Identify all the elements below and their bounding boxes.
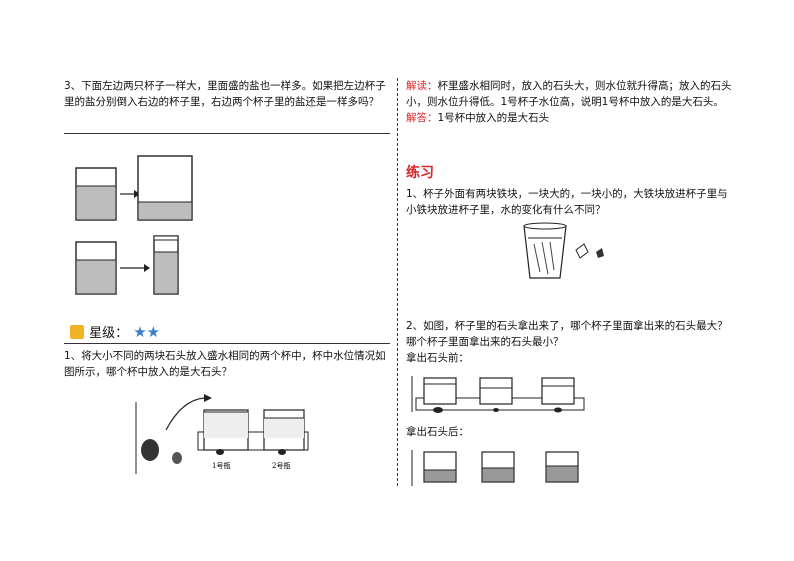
question-1-block: 1、将大小不同的两块石头放入盛水相同的两个杯中，杯中水位情况如图所示，哪个杯中放… (64, 348, 390, 380)
question-1-text: 1、将大小不同的两块石头放入盛水相同的两个杯中，杯中水位情况如图所示，哪个杯中放… (64, 350, 386, 378)
answer-paragraph: 解答：1号杯中放入的是大石头 (406, 110, 732, 126)
answer-label: 解答： (406, 112, 438, 124)
analysis-text: 杯里盛水相同时，放入的石头大，则水位就升得高；放入的石头小，则水位升得低。1号杯… (406, 80, 732, 108)
after-block: 拿出石头后： (406, 424, 469, 440)
answer-text: 1号杯中放入的是大石头 (437, 112, 550, 124)
star-rating: ★★ (133, 323, 161, 341)
difficulty-row: 星级： ★★ (70, 322, 160, 341)
practice-2-block: 2、如图，杯子里的石头拿出来了，哪个杯子里面拿出来的石头最大？哪个杯子里面拿出来… (406, 318, 732, 366)
book-icon (70, 325, 84, 339)
question-3-text: 3、下面左边两只杯子一样大，里面盛的盐也一样多。如果把左边杯子里的盐分别倒入右边… (64, 80, 386, 108)
right-column: 解读：杯里盛水相同时，放入的石头大，则水位就升得高；放入的石头小，则水位升得低。… (406, 78, 732, 126)
section-rule (64, 133, 390, 134)
before-label: 拿出石头前： (406, 352, 469, 364)
section-rule (64, 343, 390, 344)
after-label: 拿出石头后： (406, 426, 469, 438)
stones-bottles-figure: 1号瓶 2号瓶 (135, 394, 309, 474)
left-column: 3、下面左边两只杯子一样大，里面盛的盐也一样多。如果把左边杯子里的盐分别倒入右边… (64, 78, 390, 110)
analysis-paragraph: 解读：杯里盛水相同时，放入的石头大，则水位就升得高；放入的石头小，则水位升得低。… (406, 78, 732, 110)
glass-iron-figure (523, 222, 604, 279)
practice-1-text: 1、杯子外面有两块铁块，一块大的，一块小的，大铁块放进杯子里与小铁块放进杯子里，… (406, 188, 728, 216)
practice-2-text: 2、如图，杯子里的石头拿出来了，哪个杯子里面拿出来的石头最大？哪个杯子里面拿出来… (406, 320, 728, 348)
salt-cups-figure (75, 155, 193, 295)
before-stones-figure (411, 376, 585, 413)
practice-title: 练习 (406, 165, 434, 181)
difficulty-label: 星级： (89, 326, 129, 341)
column-divider (397, 78, 398, 486)
bottle-1-label: 1号瓶 (212, 461, 230, 470)
after-stones-figure (411, 450, 579, 486)
analysis-label: 解读： (406, 80, 438, 92)
practice-1-block: 1、杯子外面有两块铁块，一块大的，一块小的，大铁块放进杯子里与小铁块放进杯子里，… (406, 186, 732, 218)
bottle-2-label: 2号瓶 (272, 461, 290, 470)
